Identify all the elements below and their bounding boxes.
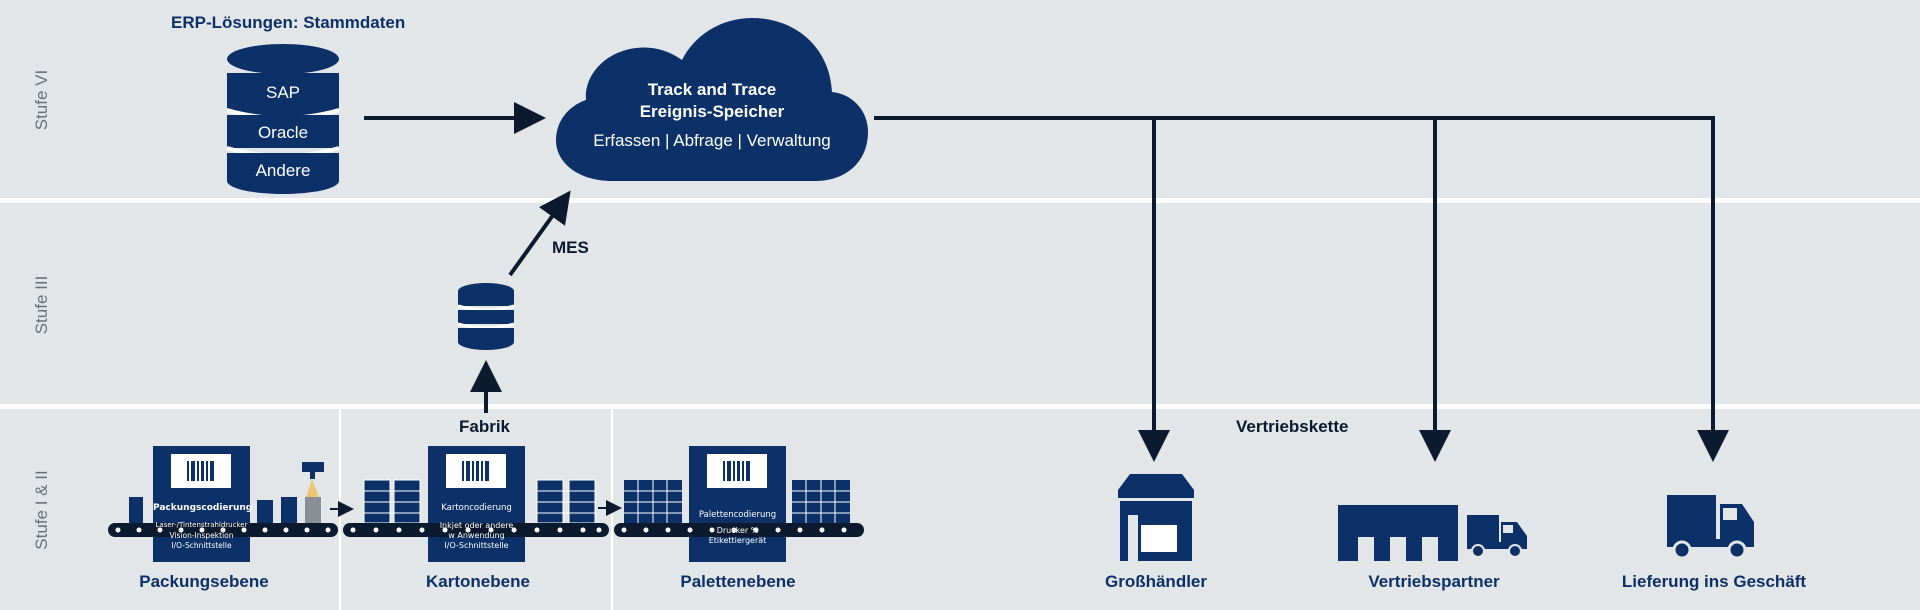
db-item-sap: SAP <box>265 83 301 102</box>
pallet-level-graphic <box>614 446 864 562</box>
band-separator-bottom <box>0 404 1920 409</box>
factory-label: Fabrik <box>459 417 511 436</box>
distribution-name-store-delivery: Lieferung ins Geschäft <box>1621 572 1807 591</box>
distribution-chain-label: Vertriebskette <box>1236 417 1349 436</box>
erp-title: ERP-Lösungen: Stammdaten <box>171 13 406 32</box>
delivery-truck-icon <box>1667 495 1754 560</box>
level-name-pallet: Palettenebene <box>680 572 796 591</box>
distribution-connector <box>874 116 1729 462</box>
pallet-box-line-2: Etikettiergerät <box>708 536 767 545</box>
cloud-title-line1: Track and Trace <box>647 80 777 99</box>
erp-database-icon <box>226 44 340 194</box>
barcode-icon <box>187 461 214 481</box>
pallet-box-line-1: Drucker % <box>716 526 759 535</box>
package-box-line-1: Laser-/Tintenstrahldrucker <box>155 521 248 529</box>
warehouse-icon <box>1118 474 1194 561</box>
mes-to-cloud-arrow <box>508 190 571 277</box>
barcode-icon <box>723 461 750 481</box>
cloud-shape <box>556 18 868 181</box>
cloud-subtitle: Erfassen | Abfrage | Verwaltung <box>593 131 831 150</box>
carton-level-graphic <box>343 446 622 562</box>
carton-box-line-2: w Anwendung <box>448 531 505 540</box>
carton-box-title: Kartoncodierung <box>441 503 512 513</box>
distribution-name-wholesaler: Großhändler <box>1104 572 1207 591</box>
level-name-carton: Kartonebene <box>426 572 530 591</box>
distribution-center-icon <box>1338 505 1527 561</box>
barcode-icon <box>462 461 489 481</box>
distribution-name-partner: Vertriebspartner <box>1368 572 1500 591</box>
package-level-graphic <box>108 446 354 562</box>
pallet-box-title: Palettencodierung <box>698 510 777 520</box>
package-box-line-3: I/O-Schnittstelle <box>171 541 232 550</box>
package-box-title: Packungscodierung <box>153 503 253 513</box>
db-item-oracle: Oracle <box>257 123 309 142</box>
mes-database-icon <box>457 283 515 350</box>
carton-box-line-3: I/O-Schnittstelle <box>444 541 509 550</box>
package-box-line-2: Vision-Inspektion <box>169 531 234 540</box>
carton-box-line-1: Inkjet oder andere <box>439 521 514 530</box>
band-separator-top <box>0 198 1920 203</box>
level-name-package: Packungsebene <box>139 572 269 591</box>
db-item-andere: Andere <box>255 161 311 180</box>
cloud-title-line2: Ereignis-Speicher <box>639 102 785 121</box>
mes-label: MES <box>552 238 589 257</box>
